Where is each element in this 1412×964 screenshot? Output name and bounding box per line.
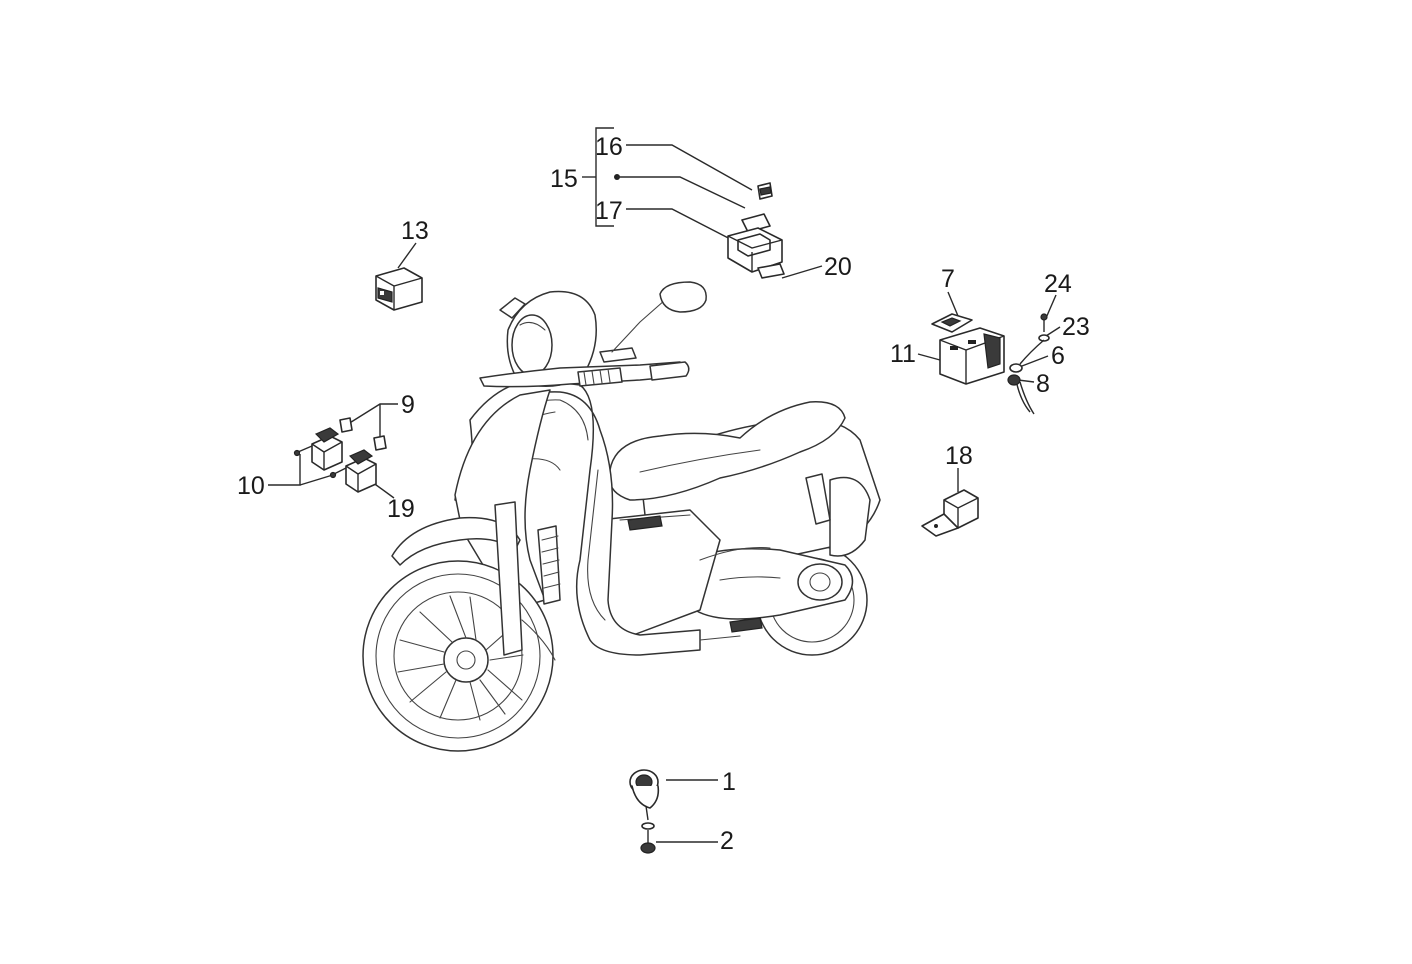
- mirror: [659, 281, 707, 313]
- screw-part-2: [640, 822, 656, 854]
- floor-vent: [627, 515, 663, 531]
- callout-20: 20: [824, 253, 852, 281]
- left-grip: [577, 367, 623, 387]
- leader-8: [1017, 379, 1035, 383]
- relay-group: [582, 127, 823, 279]
- callout-7: 7: [941, 265, 955, 293]
- rear-shock: [805, 473, 831, 525]
- callout-8: 8: [1036, 370, 1050, 398]
- callout-6: 6: [1051, 342, 1065, 370]
- leader-15-dot: [617, 176, 746, 209]
- battery-group: [917, 291, 1061, 415]
- callout-18: 18: [945, 442, 973, 470]
- leader-13: [397, 242, 417, 269]
- side-stand: [729, 617, 763, 633]
- callout-13: 13: [401, 217, 429, 245]
- seat: [608, 401, 846, 501]
- horn-part-1: [629, 769, 660, 821]
- relay-connector-part-17: [741, 213, 771, 233]
- engine-cover: [797, 563, 843, 601]
- leader-7: [947, 291, 959, 317]
- flasher-relay-part-13: [375, 242, 423, 311]
- callout-2: 2: [720, 827, 734, 855]
- windscreen-top: [499, 297, 526, 319]
- front-grille: [537, 525, 561, 605]
- leader-11: [917, 353, 941, 361]
- callout-24: 24: [1044, 270, 1072, 298]
- headlight: [511, 314, 553, 376]
- callout-10: 10: [237, 472, 265, 500]
- rear-mudguard: [829, 476, 871, 557]
- front-fork: [494, 501, 523, 656]
- leader-16: [626, 144, 753, 191]
- horn-parts-1-2: [629, 769, 718, 854]
- callout-17: 17: [595, 197, 623, 225]
- callout-15: 15: [550, 165, 578, 193]
- callout-23: 23: [1062, 313, 1090, 341]
- leader-10: [268, 454, 301, 486]
- leader-20: [781, 265, 823, 279]
- callout-9: 9: [401, 391, 415, 419]
- mounting-bracket-part-20: [757, 263, 785, 279]
- callout-16: 16: [595, 133, 623, 161]
- scooter-illustration: [362, 281, 881, 752]
- right-grip: [649, 361, 690, 381]
- relay-pair-parts-9-10-19: [268, 403, 398, 499]
- front-mudguard: [391, 516, 521, 566]
- callout-1: 1: [722, 768, 736, 796]
- front-wheel: [362, 560, 554, 752]
- brake-lever: [599, 347, 637, 363]
- callout-11: 11: [890, 340, 916, 368]
- callout-19: 19: [387, 495, 415, 523]
- leader-23: [1045, 326, 1061, 337]
- relay-part-19: [345, 457, 377, 493]
- leader-6: [1021, 355, 1049, 367]
- leader-9: [347, 403, 398, 425]
- leader-24: [1045, 294, 1057, 319]
- mirror-stem: [611, 299, 666, 353]
- regulator-part-18: [921, 468, 979, 537]
- leader-17: [626, 208, 739, 244]
